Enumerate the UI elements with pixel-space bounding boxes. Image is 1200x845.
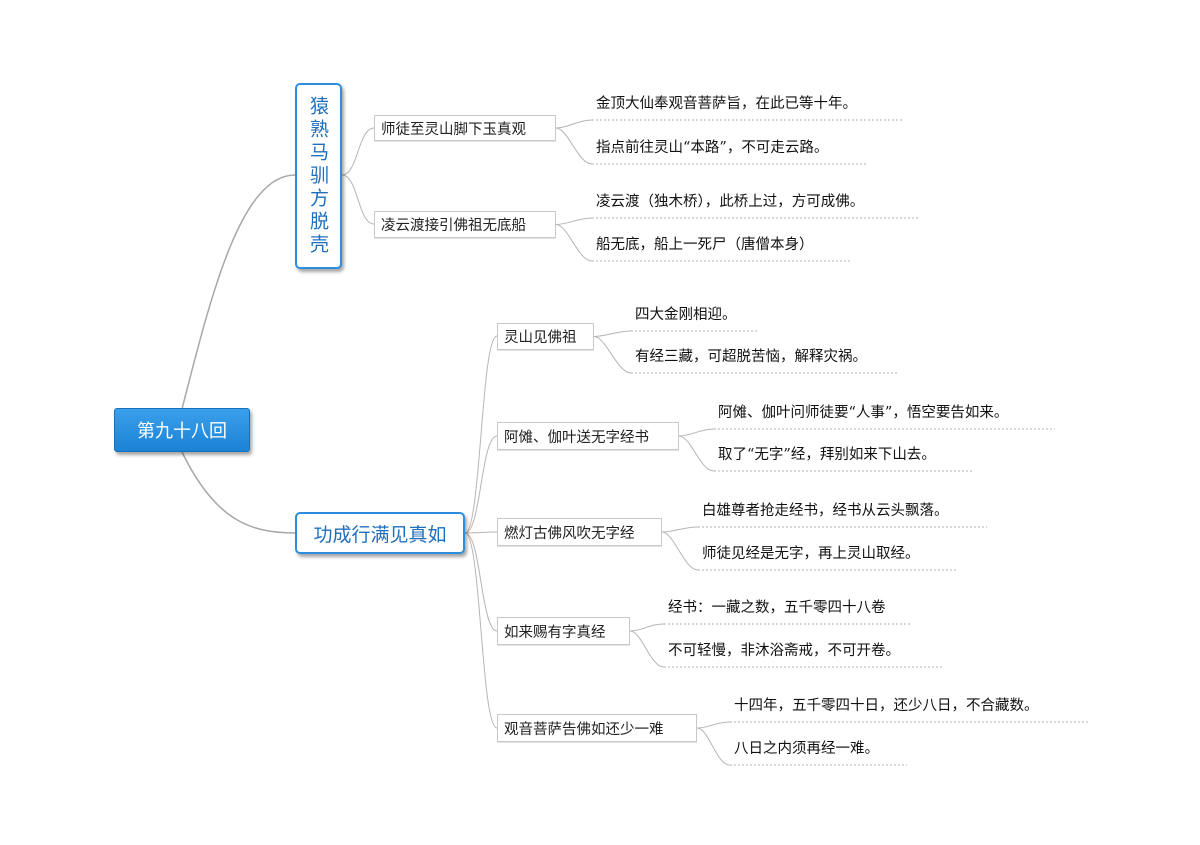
leaf-connector bbox=[555, 224, 593, 262]
subtopic-node[interactable]: 如来赐有字真经 bbox=[497, 617, 630, 645]
leaf-connector bbox=[661, 531, 699, 571]
branch-subtopic-connector bbox=[464, 532, 498, 729]
leaf-connector bbox=[555, 127, 593, 165]
leaf-text: 四大金刚相迎。 bbox=[635, 307, 737, 323]
branch-subtopic-connector bbox=[464, 335, 498, 534]
subtopic-node[interactable]: 观音菩萨告佛如还少一难 bbox=[497, 714, 697, 742]
leaf-connector bbox=[593, 336, 632, 374]
leaf-text: 船无底，船上一死尸（唐僧本身） bbox=[596, 237, 814, 253]
subtopic-node[interactable]: 燃灯古佛风吹无字经 bbox=[497, 518, 662, 546]
leaf-connector bbox=[593, 330, 632, 337]
leaf-connector bbox=[629, 630, 665, 668]
leaf-connector bbox=[696, 727, 731, 766]
leaf-text: 阿傩、伽叶问师徒要“人事”，悟空要告如来。 bbox=[718, 405, 1009, 421]
leaf-text: 白雄尊者抢走经书，经书从云头飘落。 bbox=[702, 503, 949, 519]
leaf-connector bbox=[678, 428, 715, 437]
leaf-text: 凌云渡（独木桥），此桥上过，方可成佛。 bbox=[596, 194, 865, 210]
leaf-text: 金顶大仙奉观音菩萨旨，在此已等十年。 bbox=[596, 96, 857, 112]
leaf-text: 有经三藏，可超脱苦恼，解释灾祸。 bbox=[635, 349, 867, 365]
leaf-text: 师徒见经是无字，再上灵山取经。 bbox=[702, 546, 920, 562]
root-node[interactable]: 第九十八回 bbox=[114, 408, 250, 452]
leaf-connector bbox=[661, 526, 699, 533]
leaf-connector bbox=[555, 119, 593, 129]
leaf-connector bbox=[678, 435, 715, 472]
subtopic-node[interactable]: 阿傩、伽叶送无字经书 bbox=[497, 422, 679, 450]
leaf-connector bbox=[629, 623, 665, 632]
branch-subtopic-connector bbox=[464, 435, 498, 534]
leaf-connector bbox=[696, 721, 731, 729]
subtopic-node[interactable]: 师徒至灵山脚下玉真观 bbox=[374, 115, 556, 141]
leaf-text: 取了“无字”经，拜别如来下山去。 bbox=[718, 447, 936, 463]
root-branch-connector bbox=[181, 451, 296, 534]
branch-subtopic-connector bbox=[464, 531, 498, 534]
branch-node-2[interactable]: 功成行满见真如 bbox=[295, 512, 465, 554]
branch-subtopic-connector bbox=[341, 174, 375, 225]
branch-subtopic-connector bbox=[464, 532, 498, 632]
root-branch-connector bbox=[181, 174, 296, 410]
branch-node-1[interactable]: 猿熟马驯方脱壳 bbox=[295, 83, 342, 269]
subtopic-node[interactable]: 凌云渡接引佛祖无底船 bbox=[374, 211, 556, 238]
leaf-text: 经书：一藏之数，五千零四十八卷 bbox=[668, 600, 886, 616]
subtopic-node[interactable]: 灵山见佛祖 bbox=[497, 323, 594, 350]
leaf-text: 不可轻慢，非沐浴斋戒，不可开卷。 bbox=[668, 643, 900, 659]
leaf-text: 指点前往灵山“本路”，不可走云路。 bbox=[596, 140, 829, 156]
leaf-text: 八日之内须再经一难。 bbox=[734, 741, 879, 757]
leaf-text: 十四年，五千零四十日，还少八日，不合藏数。 bbox=[734, 698, 1039, 714]
branch-subtopic-connector bbox=[341, 127, 375, 176]
leaf-connector bbox=[555, 217, 593, 225]
